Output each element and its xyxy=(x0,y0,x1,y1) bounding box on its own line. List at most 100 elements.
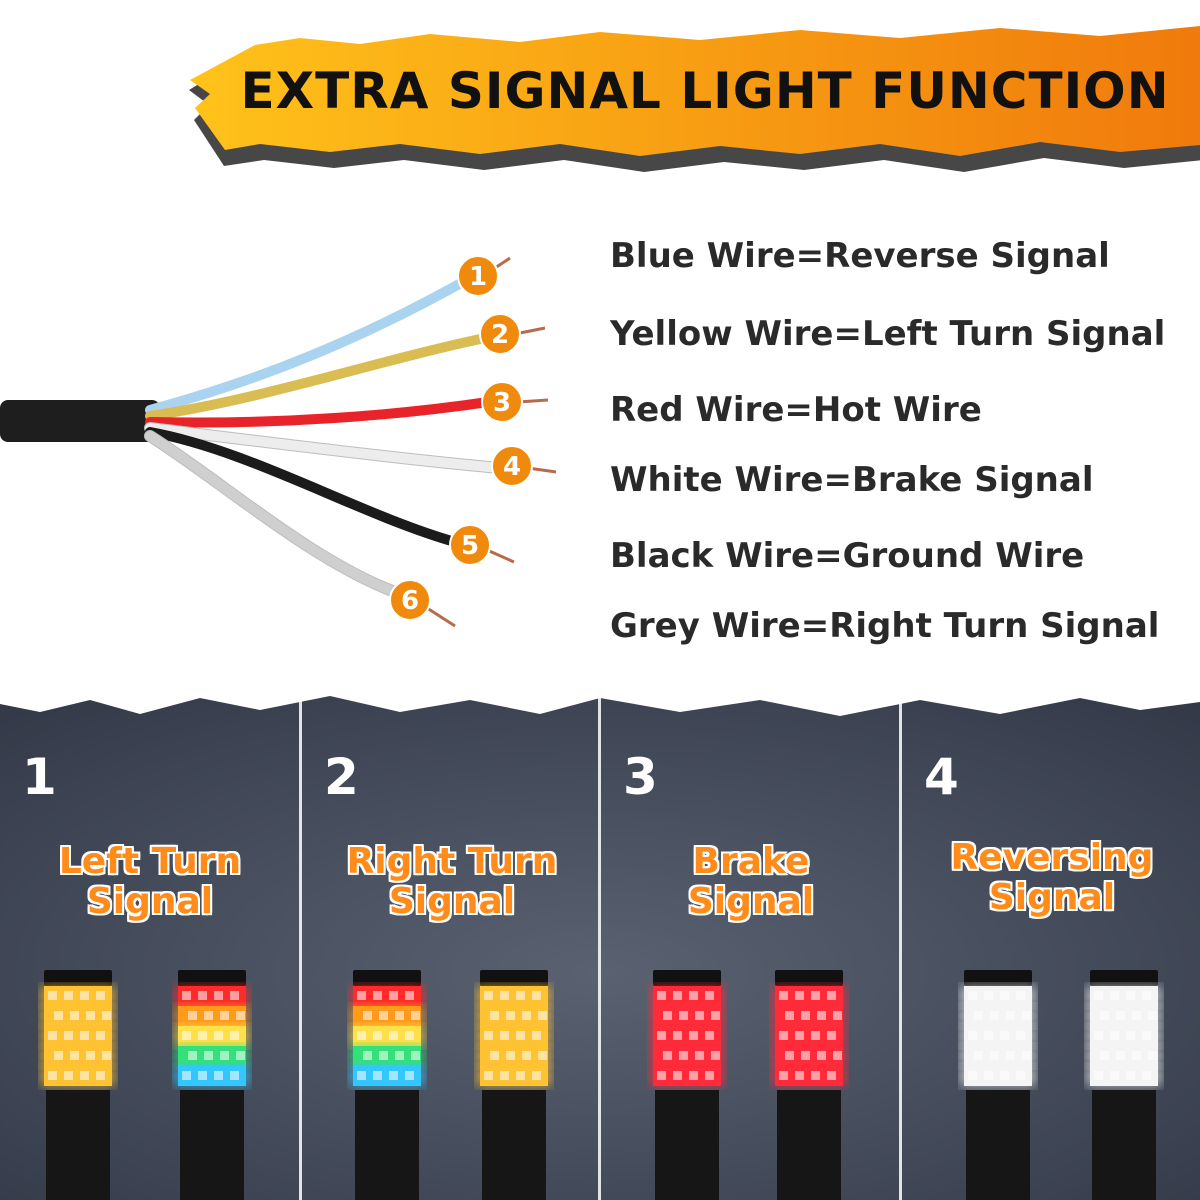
lamp-right xyxy=(476,970,552,1200)
lamp-led-chip xyxy=(795,991,804,1000)
lamp-led-chip xyxy=(48,1031,57,1040)
panel-number: 1 xyxy=(22,748,57,806)
wire-number-badge xyxy=(389,579,431,621)
lamp-led-chip xyxy=(1116,1051,1125,1060)
lamp-led-chip xyxy=(689,1031,698,1040)
wire-2 xyxy=(145,333,490,421)
lamp-led-chip xyxy=(689,991,698,1000)
lamp-led-chip xyxy=(405,991,414,1000)
lamp-led-chip xyxy=(182,1071,191,1080)
lamp-led-chip xyxy=(1006,1011,1015,1020)
lamp-led-chip xyxy=(968,991,977,1000)
lamp-led-band xyxy=(480,1066,548,1086)
lamp-led-chip xyxy=(363,1011,372,1020)
panel-divider xyxy=(299,690,302,1200)
wire-number-label: 4 xyxy=(503,452,521,482)
lamp-led-chip xyxy=(663,1011,672,1020)
legend-item-red: Red Wire=Hot Wire xyxy=(610,390,982,430)
lamp-led-chip xyxy=(695,1011,704,1020)
lamp-led-chip xyxy=(484,1031,493,1040)
lamp-led-chip xyxy=(490,1011,499,1020)
lamp-led-chip xyxy=(1110,991,1119,1000)
lamp-led-band xyxy=(480,986,548,1006)
lamp-led-chip xyxy=(405,1071,414,1080)
lamp-led-chip xyxy=(811,1031,820,1040)
lamp-led-chip xyxy=(214,991,223,1000)
wire-number-badge xyxy=(481,381,523,423)
lamp-led-chip xyxy=(1022,1051,1031,1060)
panel-right-turn: 2 Right Turn Signal xyxy=(302,690,602,1200)
lamp-led-chip xyxy=(86,1051,95,1060)
lamp-led-chip xyxy=(1116,1011,1125,1020)
torn-paper-banner xyxy=(189,26,1200,172)
panel-label-line1: Reversing xyxy=(950,837,1154,878)
panel-divider xyxy=(598,690,601,1200)
lamp-led-chip xyxy=(411,1051,420,1060)
lamp-led-chip xyxy=(230,1071,239,1080)
lamp-led-band xyxy=(964,1026,1032,1046)
lamp-led-chip xyxy=(1148,1011,1157,1020)
lamp-led-chip xyxy=(779,1071,788,1080)
lamp-tube xyxy=(966,1090,1030,1200)
lamp-led-chip xyxy=(48,991,57,1000)
lamp-led-chip xyxy=(1142,1031,1151,1040)
lamp-led-chip xyxy=(785,1011,794,1020)
lamp-cap xyxy=(44,970,112,986)
lamp-led-chip xyxy=(516,1071,525,1080)
wire-number-label: 2 xyxy=(491,320,509,350)
lamp-led-chip xyxy=(484,991,493,1000)
lamp-led-chip xyxy=(395,1011,404,1020)
wire-number-label: 5 xyxy=(461,531,479,561)
lamp-led-chip xyxy=(673,1031,682,1040)
wire-6 xyxy=(145,431,400,597)
lamp-led-band xyxy=(653,1066,721,1086)
lamp-led-chip xyxy=(80,1031,89,1040)
lamp-led-chip xyxy=(70,1051,79,1060)
lamp-led-chip xyxy=(96,1071,105,1080)
lamp-tube xyxy=(180,1090,244,1200)
lamp-led-chip xyxy=(827,991,836,1000)
cable-sheath xyxy=(0,400,160,442)
lamp-led-chip xyxy=(64,1031,73,1040)
panel-divider xyxy=(899,690,902,1200)
wire-number-label: 3 xyxy=(493,388,511,418)
panel-brake: 3 Brake Signal xyxy=(601,690,901,1200)
lamp-led-band xyxy=(964,986,1032,1006)
lamp-led-chip xyxy=(827,1071,836,1080)
lamp-tube xyxy=(655,1090,719,1200)
lamp-led-chip xyxy=(86,1011,95,1020)
lamp-led-chip xyxy=(984,991,993,1000)
lamp-led-chip xyxy=(80,1071,89,1080)
lamp-led-chip xyxy=(198,991,207,1000)
panel-label-line1: Brake xyxy=(692,841,810,882)
lamp-led-chip xyxy=(236,1011,245,1020)
lamp-led-chip xyxy=(801,1011,810,1020)
lamp-led-chip xyxy=(705,1071,714,1080)
lamp-right xyxy=(771,970,847,1200)
lamp-led-band xyxy=(353,986,421,1006)
lamp-led-chip xyxy=(532,1071,541,1080)
lamp-led-chip xyxy=(373,991,382,1000)
panel-label-line2: Signal xyxy=(86,881,214,922)
legend-item-white: White Wire=Brake Signal xyxy=(610,460,1094,500)
lamp-led-chip xyxy=(663,1051,672,1060)
lamp-led-chip xyxy=(1126,1031,1135,1040)
lamp-led-chip xyxy=(779,991,788,1000)
lamp-led-chip xyxy=(1148,1051,1157,1060)
lamp-led-chip xyxy=(1132,1051,1141,1060)
legend-item-black: Black Wire=Ground Wire xyxy=(610,536,1085,576)
lamp-led-chip xyxy=(1142,1071,1151,1080)
lamp-led-chip xyxy=(204,1011,213,1020)
lamp-cap xyxy=(178,970,246,986)
lamp-led-chip xyxy=(230,991,239,1000)
wire-1 xyxy=(145,273,475,415)
title-banner: EXTRA SIGNAL LIGHT FUNCTION xyxy=(0,0,1200,190)
lamp-led-chip xyxy=(1094,1071,1103,1080)
lamp-led-chip xyxy=(984,1071,993,1080)
lamp-led-band xyxy=(964,1066,1032,1086)
lamp-led-chip xyxy=(357,1031,366,1040)
lamp-led-chip xyxy=(817,1051,826,1060)
lamp-left xyxy=(40,970,116,1200)
lamp-led-chip xyxy=(363,1051,372,1060)
